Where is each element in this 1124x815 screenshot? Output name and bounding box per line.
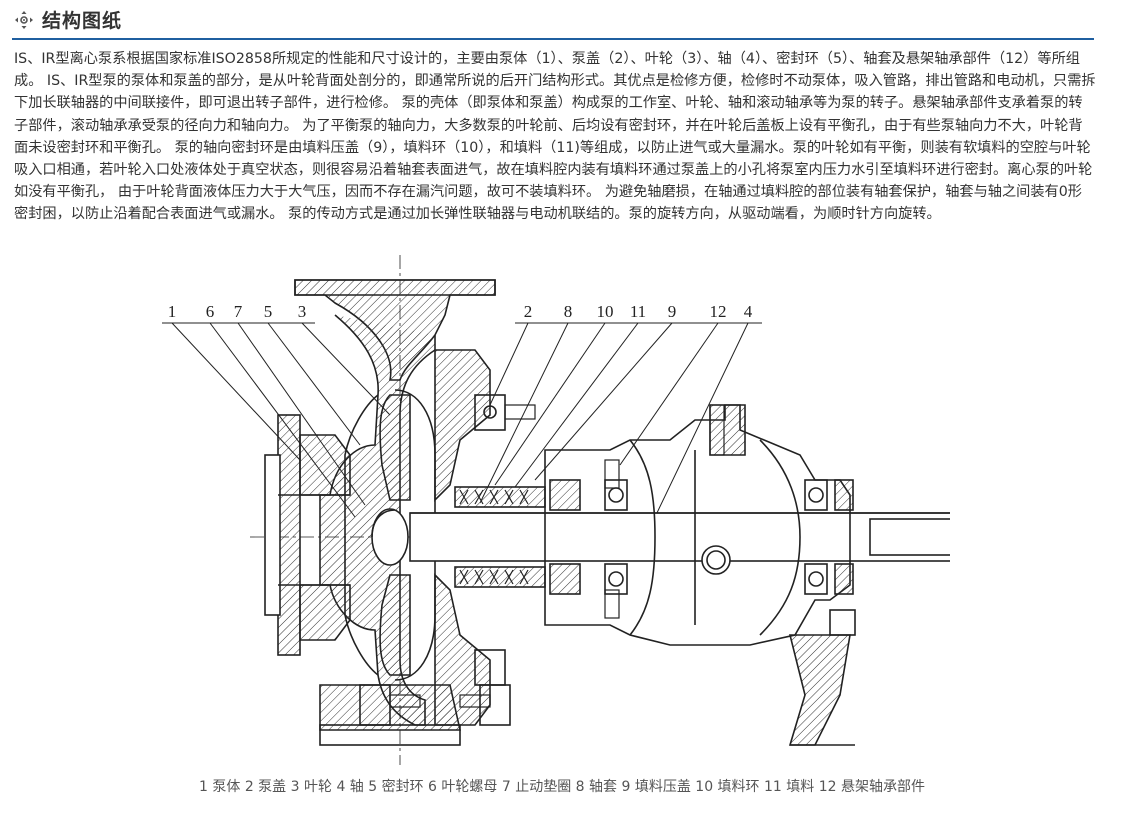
callout-label: 7: [234, 302, 243, 321]
impeller: [371, 389, 436, 681]
callout-label: 4: [744, 302, 753, 321]
intro-paragraph: IS、IR型离心泵系根据国家标准ISO2858所规定的性能和尺寸设计的，主要由泵…: [14, 51, 1096, 223]
rolling-bearings: [604, 479, 854, 595]
section-title: 结构图纸: [42, 10, 123, 32]
bolts: [389, 404, 725, 708]
callout-label: 11: [630, 302, 646, 321]
callout-label: 9: [668, 302, 677, 321]
callout-label: 5: [264, 302, 273, 321]
callout-label: 1: [168, 302, 177, 321]
callout-label: 8: [564, 302, 573, 321]
section-header: 结构图纸: [12, 0, 1094, 40]
callout-labels: 1 6 7 5 3 2 8 10 11 9 12 4: [168, 302, 753, 321]
packing-seal: [454, 479, 581, 595]
callout-label: 10: [597, 302, 614, 321]
crosshair-arrows-icon: [15, 11, 33, 29]
callout-label: 12: [710, 302, 727, 321]
callout-label: 6: [206, 302, 215, 321]
callout-label: 3: [298, 302, 307, 321]
shaft: [409, 512, 950, 562]
suction-flange: [264, 414, 351, 656]
pump-structure-diagram: 1 6 7 5 3 2 8 10 11 9 12 4: [162, 255, 950, 765]
callout-label: 2: [524, 302, 533, 321]
support-foot: [788, 609, 856, 746]
diagram-caption: 1 泵体 2 泵盖 3 叶轮 4 轴 5 密封环 6 叶轮螺母 7 止动垫圈 8…: [199, 779, 925, 795]
